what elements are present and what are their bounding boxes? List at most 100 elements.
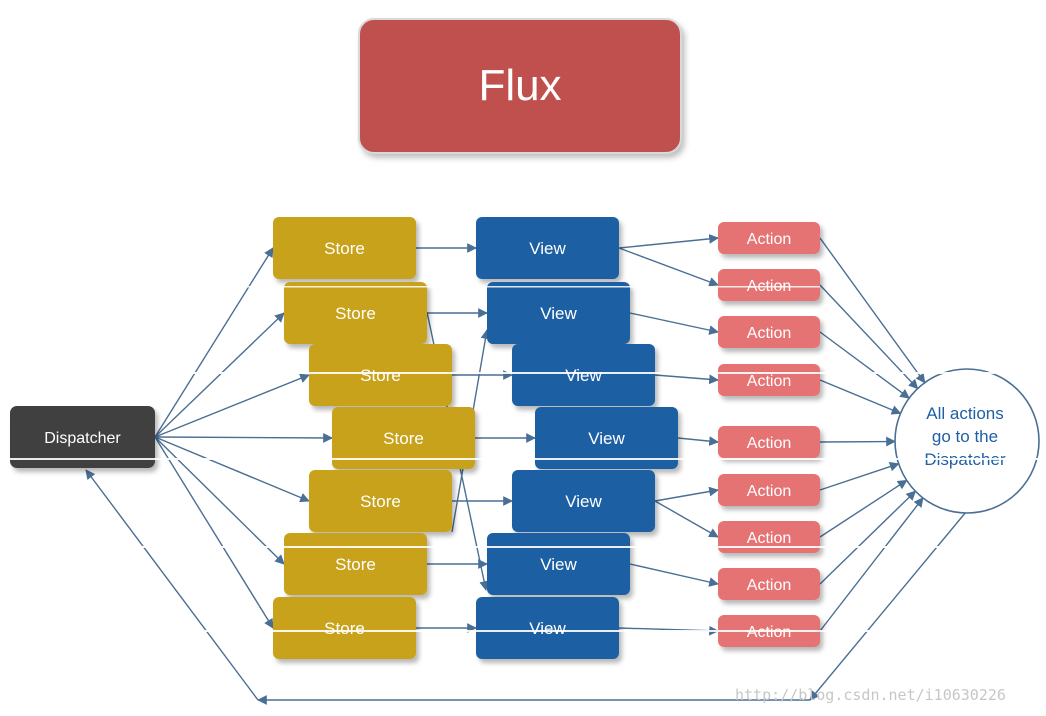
watermark-text: http://blog.csdn.net/i10630226 (735, 686, 1006, 704)
dispatcher-label: Dispatcher (44, 430, 121, 447)
action-node-1: Action (718, 222, 820, 254)
action-node-8-shape (718, 568, 820, 600)
arrow-dispatcher-to-store-2 (154, 312, 285, 438)
action-label: Action (747, 231, 791, 248)
view-label: View (529, 619, 566, 638)
action-node-1-shape (718, 222, 820, 254)
scanline-1 (0, 372, 1046, 374)
arrow-action-to-hub-1 (819, 237, 926, 384)
store-node-2: Store (284, 282, 427, 344)
store-label: Store (360, 492, 401, 511)
title-box: Flux (358, 18, 682, 154)
store-label: Store (335, 304, 376, 323)
view-node-3: View (512, 344, 655, 406)
arrow-action-to-hub-7 (819, 479, 908, 538)
store-node-7: Store (273, 597, 416, 659)
store-node-7-shape (273, 597, 416, 659)
action-node-5-shape (718, 426, 820, 458)
arrow-action-to-hub-3 (819, 331, 910, 399)
scanline-layer (0, 286, 1046, 632)
action-node-8: Action (718, 568, 820, 600)
action-node-6: Action (718, 474, 820, 506)
store-label: Store (383, 429, 424, 448)
view-node-2-shape (487, 282, 630, 344)
view-node-3-shape (512, 344, 655, 406)
action-node-6-shape (718, 474, 820, 506)
store-node-3-shape (309, 344, 452, 406)
action-node-4: Action (718, 364, 820, 396)
scanline-5 (0, 286, 820, 288)
view-node-5: View (512, 470, 655, 532)
scanline-4 (0, 630, 1046, 632)
arrow-view-to-action-2 (618, 247, 719, 287)
arrow-view-to-action-5 (677, 436, 719, 446)
action-label: Action (747, 577, 791, 594)
store-node-5-shape (309, 470, 452, 532)
store-node-1: Store (273, 217, 416, 279)
arrow-action-to-hub-9 (819, 497, 924, 632)
action-label: Action (747, 624, 791, 641)
hub-text-line-2: go to the (932, 427, 998, 446)
action-label: Action (747, 435, 791, 452)
view-node-7: View (476, 597, 619, 659)
action-label: Action (747, 530, 791, 547)
arrow-dispatcher-to-store-3 (154, 373, 310, 438)
store-label: Store (324, 239, 365, 258)
arrow-action-to-hub-4 (819, 379, 902, 415)
store-node-5: Store (309, 470, 452, 532)
store-label: Store (324, 619, 365, 638)
action-node-5: Action (718, 426, 820, 458)
view-label: View (540, 304, 577, 323)
dispatcher-node: Dispatcher (10, 406, 155, 468)
scanline-3 (0, 546, 1046, 548)
view-node-1: View (476, 217, 619, 279)
view-label: View (540, 555, 577, 574)
view-node-1-shape (476, 217, 619, 279)
action-node-3-shape (718, 316, 820, 348)
action-node-2-shape (718, 269, 820, 301)
view-label: View (565, 492, 602, 511)
arrow-hub-to-bottom (809, 511, 967, 701)
view-node-7-shape (476, 597, 619, 659)
arrow-view-to-action-3 (629, 312, 719, 335)
view-label: View (588, 429, 625, 448)
action-node-7: Action (718, 521, 820, 553)
arrow-view-to-action-4 (654, 374, 719, 385)
arrow-view-to-action-1 (618, 234, 719, 249)
view-node-4: View (535, 407, 678, 469)
arrow-action-to-hub-5 (819, 436, 896, 447)
view-node-6: View (487, 533, 630, 595)
action-label: Action (747, 483, 791, 500)
view-label: View (529, 239, 566, 258)
store-label: Store (360, 366, 401, 385)
arrow-dispatcher-to-store-4 (154, 433, 333, 443)
store-node-2-shape (284, 282, 427, 344)
view-label: View (565, 366, 602, 385)
store-node-3: Store (309, 344, 452, 406)
scanline-2 (0, 458, 1046, 460)
action-label: Action (747, 373, 791, 390)
store-node-6-shape (284, 533, 427, 595)
arrow-view-to-action-7 (654, 500, 719, 538)
arrow-dispatcher-to-store-7 (154, 436, 274, 629)
arrow-dispatcher-to-store-5 (154, 436, 310, 503)
view-node-2: View (487, 282, 630, 344)
store-node-6: Store (284, 533, 427, 595)
node-layer: StoreStoreStoreStoreStoreStoreStoreViewV… (10, 217, 1040, 659)
dispatcher-hub-shape (894, 368, 1040, 514)
hub-text-line-1: All actions (926, 404, 1003, 423)
store-node-4: Store (332, 407, 475, 469)
action-label: Action (747, 325, 791, 342)
view-node-4-shape (535, 407, 678, 469)
arrow-view-to-action-6 (654, 486, 719, 502)
view-node-5-shape (512, 470, 655, 532)
action-node-2: Action (718, 269, 820, 301)
arrow-action-to-hub-2 (819, 284, 919, 390)
view-node-6-shape (487, 533, 630, 595)
arrow-dispatcher-to-store-6 (154, 436, 285, 565)
arrow-return-to-dispatcher (85, 469, 259, 701)
arrow-view-to-action-8 (629, 563, 719, 587)
action-node-3: Action (718, 316, 820, 348)
